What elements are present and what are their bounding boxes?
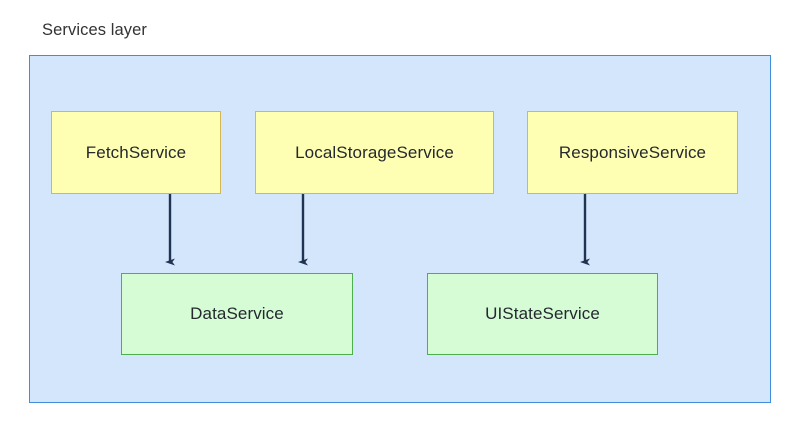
node-label-data-service: DataService [190, 304, 284, 323]
node-label-ui-state-service: UIStateService [485, 304, 600, 323]
node-data-service[interactable]: DataService [121, 273, 353, 355]
node-responsive-service[interactable]: ResponsiveService [527, 111, 738, 194]
diagram-title: Services layer [42, 21, 148, 39]
node-label-local-storage-service: LocalStorageService [295, 142, 454, 162]
node-fetch-service[interactable]: FetchService [51, 111, 221, 194]
node-local-storage-service[interactable]: LocalStorageService [255, 111, 494, 194]
node-label-responsive-service: ResponsiveService [558, 142, 707, 162]
node-label-fetch-service: FetchService [85, 142, 187, 162]
node-ui-state-service[interactable]: UIStateService [427, 273, 658, 355]
